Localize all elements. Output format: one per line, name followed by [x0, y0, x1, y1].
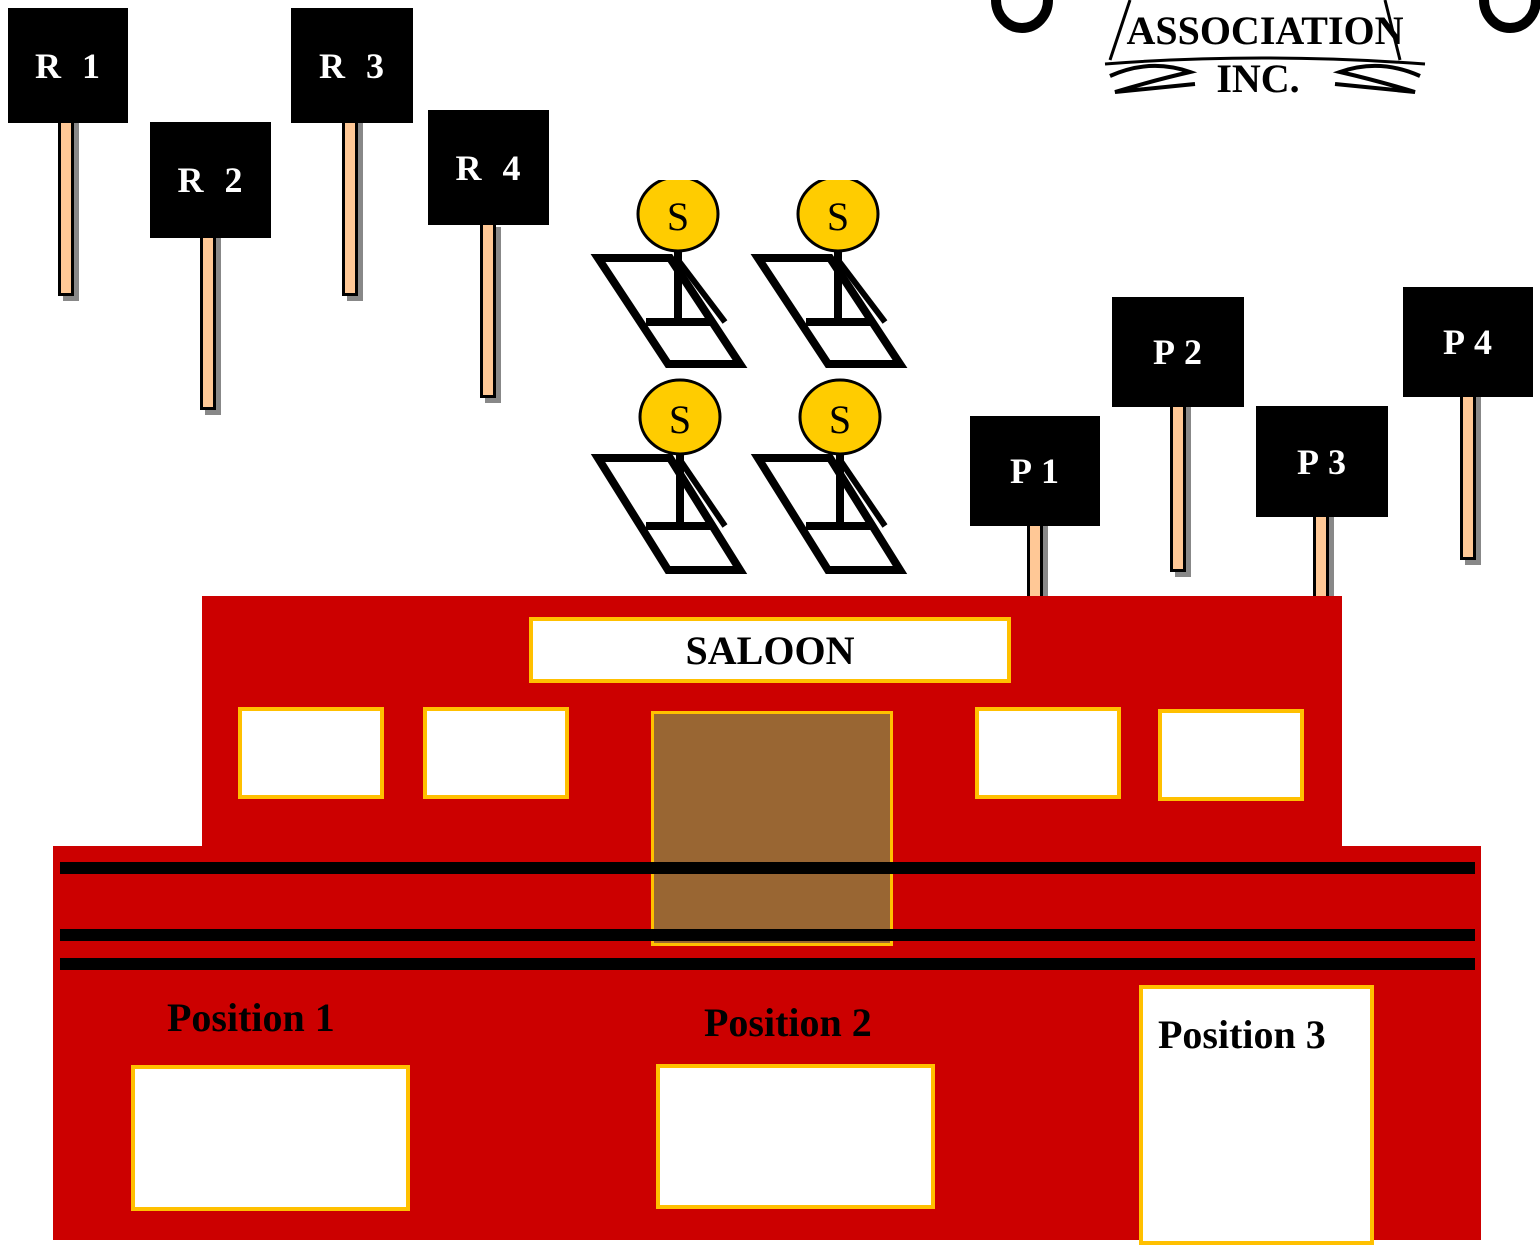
shotgun-target-4: S: [750, 378, 908, 574]
shotgun-target-3-label: S: [669, 397, 691, 442]
logo-right-swirl-icon: [1479, 0, 1540, 33]
position-3-label: Position 3: [1158, 1012, 1326, 1057]
logo-left-flourish-icon: [1109, 63, 1198, 94]
porch-rail-bottom: [60, 958, 1475, 970]
rifle-target-1-sign: R 1: [8, 8, 128, 123]
logo-line1: ASSOCIATION: [1126, 8, 1403, 53]
pistol-target-4-sign: P 4: [1403, 287, 1533, 397]
saloon-window-3: [975, 707, 1121, 799]
rifle-target-3-sign: R 3: [291, 8, 413, 123]
saloon-sign: SALOON: [529, 617, 1011, 683]
shotgun-target-1-label: S: [667, 194, 689, 239]
saloon-window-1: [238, 707, 384, 799]
logo-right-flourish-icon: [1332, 63, 1421, 94]
shotgun-target-2: S: [750, 180, 908, 368]
position-1-label: Position 1: [167, 995, 335, 1040]
shotgun-target-4-label: S: [829, 397, 851, 442]
rifle-target-4-sign: R 4: [428, 110, 549, 225]
porch-rail-middle: [60, 929, 1475, 941]
pistol-target-3-post: [1313, 512, 1329, 602]
rifle-target-4-post: [480, 222, 496, 398]
association-logo: ASSOCIATION INC.: [991, 0, 1540, 101]
porch-rail-top: [60, 862, 1475, 874]
rifle-target-3-post: [342, 118, 358, 296]
position-1-box: [131, 1065, 410, 1211]
pistol-target-1-sign: P 1: [970, 416, 1100, 526]
position-2-box: [656, 1064, 935, 1209]
logo-left-swirl-icon: [991, 0, 1053, 33]
shotgun-targets: S S S S: [590, 180, 908, 574]
pistol-target-2-sign: P 2: [1112, 297, 1244, 407]
shotgun-target-2-label: S: [827, 194, 849, 239]
saloon-sign-label: SALOON: [685, 627, 855, 673]
position-2-label: Position 2: [704, 1000, 872, 1045]
rifle-target-1-post: [58, 118, 74, 296]
rifle-target-2-sign: R 2: [150, 122, 271, 238]
pistol-target-4-post: [1460, 392, 1476, 560]
rifle-target-2-post: [200, 232, 216, 410]
logo-line2: INC.: [1216, 56, 1299, 101]
position-3-box: [1139, 985, 1374, 1245]
pistol-target-3-sign: P 3: [1256, 406, 1388, 517]
saloon-window-4: [1158, 709, 1304, 801]
saloon-door: [651, 711, 893, 946]
shotgun-target-1: S: [590, 180, 748, 368]
pistol-target-2-post: [1170, 400, 1186, 572]
saloon-window-2: [423, 707, 569, 799]
shotgun-target-3: S: [590, 378, 748, 574]
